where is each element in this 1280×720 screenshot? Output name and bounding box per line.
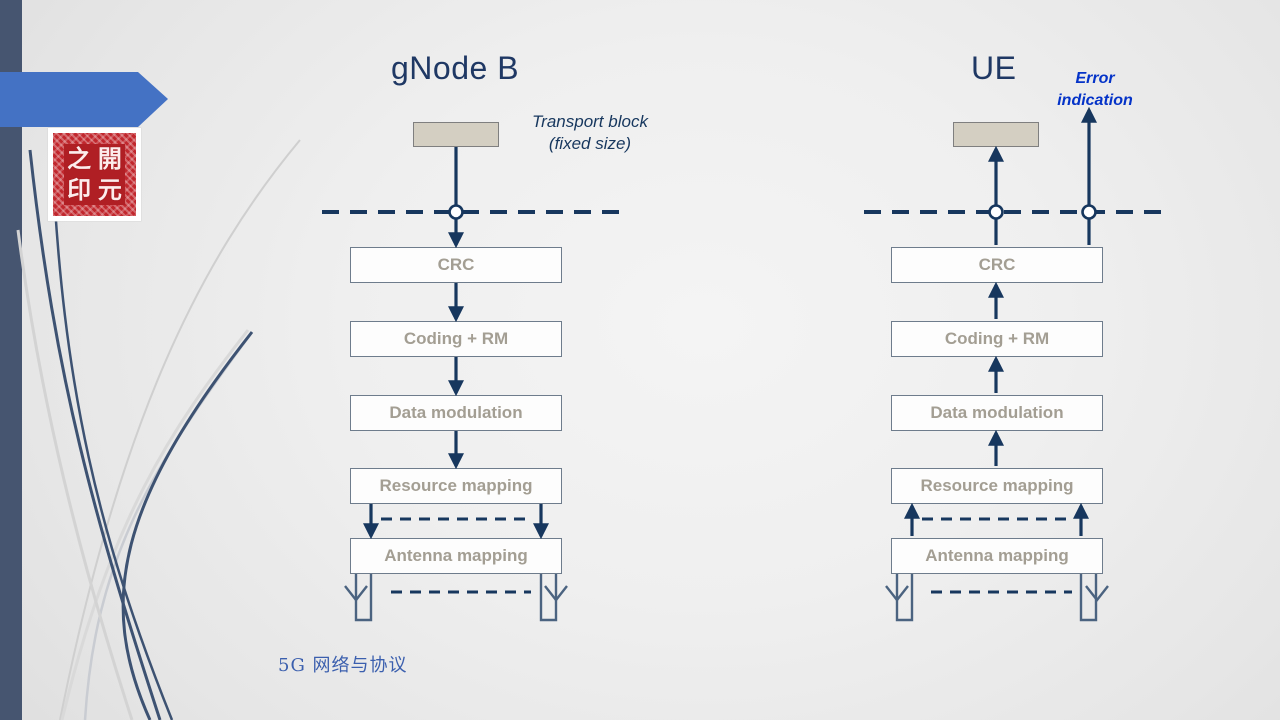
ue-interface-node-error	[1081, 204, 1097, 220]
ue-antenna-right	[1079, 574, 1109, 622]
column-title-ue: UE	[971, 50, 1017, 86]
banner-arrow-shape	[0, 72, 168, 127]
transport-block-gnb	[413, 122, 499, 147]
gnb-interface-node	[448, 204, 464, 220]
ue-stage-data-modulation[interactable]: Data modulation	[891, 395, 1103, 431]
seal-char-3: 印	[67, 174, 92, 204]
gnb-antenna-right	[539, 574, 568, 622]
ue-antenna-left	[885, 574, 914, 622]
error-indication-label: Error indication	[1057, 70, 1133, 109]
footer-label: 5G 网络与协议	[278, 655, 408, 676]
gnb-stage-coding-rm[interactable]: Coding + RM	[350, 321, 562, 357]
left-sidebar-bar	[0, 0, 22, 720]
transport-block-ue	[953, 122, 1039, 147]
gnb-stage-antenna-mapping[interactable]: Antenna mapping	[350, 538, 562, 574]
ue-stage-resource-mapping[interactable]: Resource mapping	[891, 468, 1103, 504]
ue-stage-antenna-mapping[interactable]: Antenna mapping	[891, 538, 1103, 574]
seal-stamp-logo: 之 開 印 元	[48, 128, 141, 221]
gnb-stage-data-modulation[interactable]: Data modulation	[350, 395, 562, 431]
seal-char-1: 之	[67, 144, 92, 174]
gnb-stage-crc[interactable]: CRC	[350, 247, 562, 283]
gnb-antenna-left	[344, 574, 373, 622]
gnb-stage-resource-mapping[interactable]: Resource mapping	[350, 468, 562, 504]
seal-char-2: 開	[97, 144, 122, 174]
column-title-gnb: gNode B	[391, 50, 520, 86]
ue-interface-node-data	[988, 204, 1004, 220]
ue-stage-crc[interactable]: CRC	[891, 247, 1103, 283]
transport-block-note: Transport block (fixed size)	[532, 112, 648, 154]
ue-stage-coding-rm[interactable]: Coding + RM	[891, 321, 1103, 357]
seal-char-4: 元	[97, 174, 122, 204]
